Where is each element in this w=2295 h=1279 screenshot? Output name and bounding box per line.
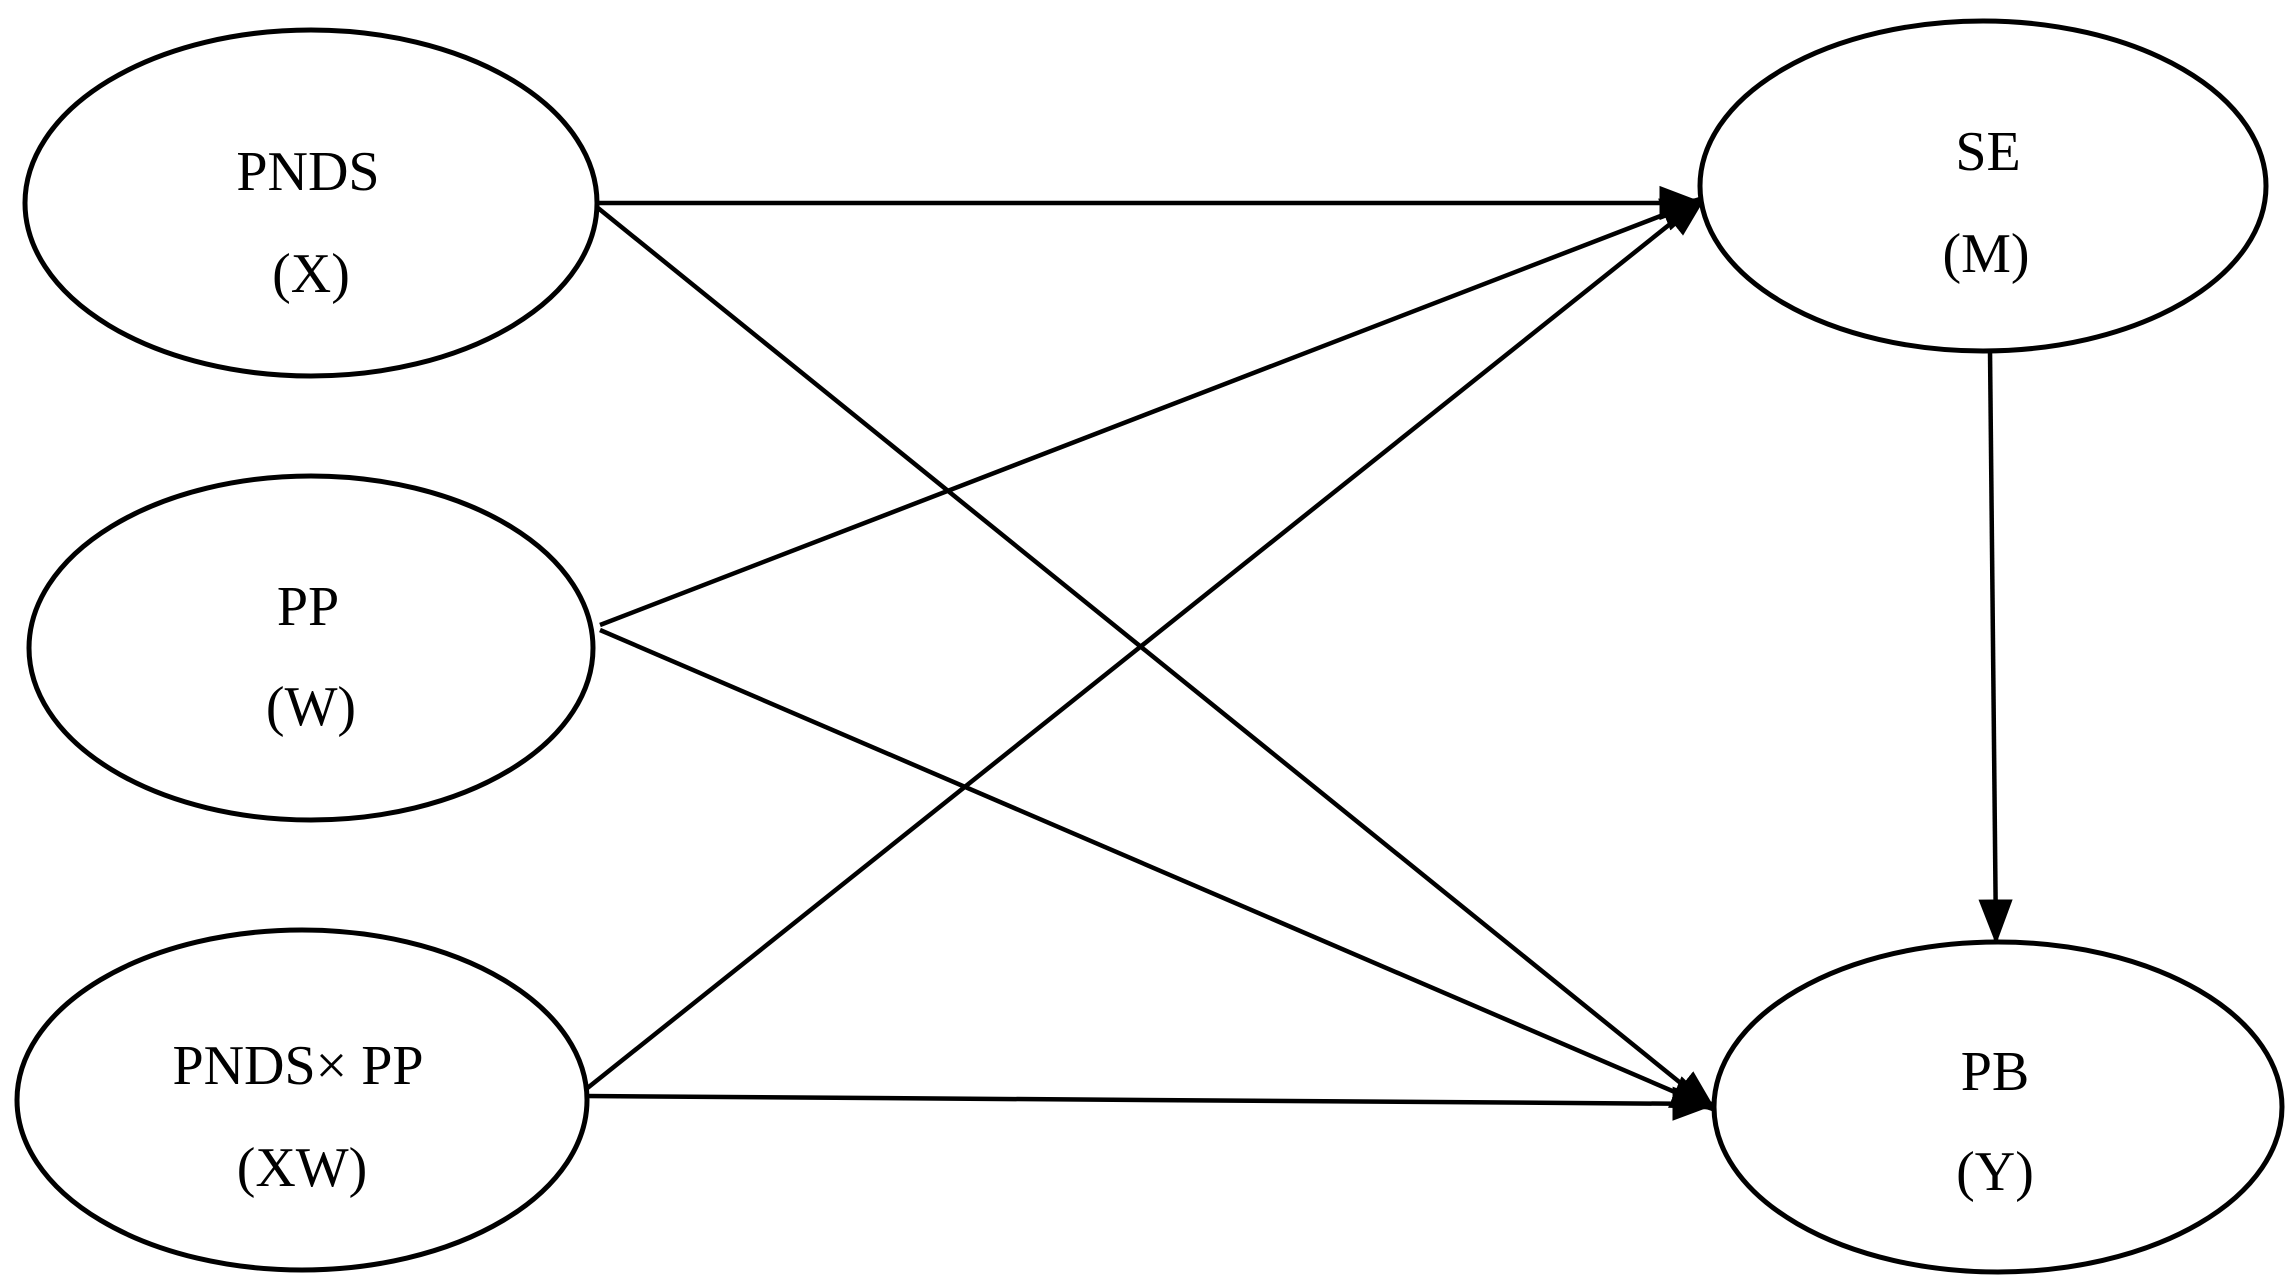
node-m-name: SE bbox=[1955, 121, 2020, 183]
node-xw: PNDS× PP (XW) bbox=[14, 927, 590, 1273]
edge-w-to-m bbox=[599, 197, 1707, 628]
node-m-symbol: (M) bbox=[1942, 223, 2029, 285]
node-w-ellipse bbox=[26, 473, 596, 823]
edge-w-to-y bbox=[599, 627, 1717, 1111]
node-m-ellipse bbox=[1697, 18, 2269, 354]
node-x-ellipse bbox=[22, 27, 600, 379]
node-m: SE (M) bbox=[1697, 18, 2269, 354]
node-x-symbol: (X) bbox=[272, 243, 350, 305]
node-y-symbol: (Y) bbox=[1956, 1141, 2034, 1203]
edge-x-to-y bbox=[596, 206, 1718, 1113]
node-y-name: PB bbox=[1961, 1041, 2030, 1103]
node-xw-name: PNDS× PP bbox=[172, 1035, 423, 1097]
node-w: PP (W) bbox=[26, 473, 596, 823]
edge-xw-to-y bbox=[584, 1086, 1718, 1121]
edge-m-to-y bbox=[1978, 349, 2013, 945]
node-xw-symbol: (XW) bbox=[237, 1137, 368, 1199]
node-y: PB (Y) bbox=[1711, 939, 2285, 1275]
node-x: PNDS (X) bbox=[22, 27, 600, 379]
node-w-name: PP bbox=[277, 576, 339, 638]
edge-xw-to-m bbox=[583, 194, 1708, 1092]
node-x-name: PNDS bbox=[236, 141, 379, 203]
node-y-ellipse bbox=[1711, 939, 2285, 1275]
node-w-symbol: (W) bbox=[266, 676, 356, 738]
node-xw-ellipse bbox=[14, 927, 590, 1273]
